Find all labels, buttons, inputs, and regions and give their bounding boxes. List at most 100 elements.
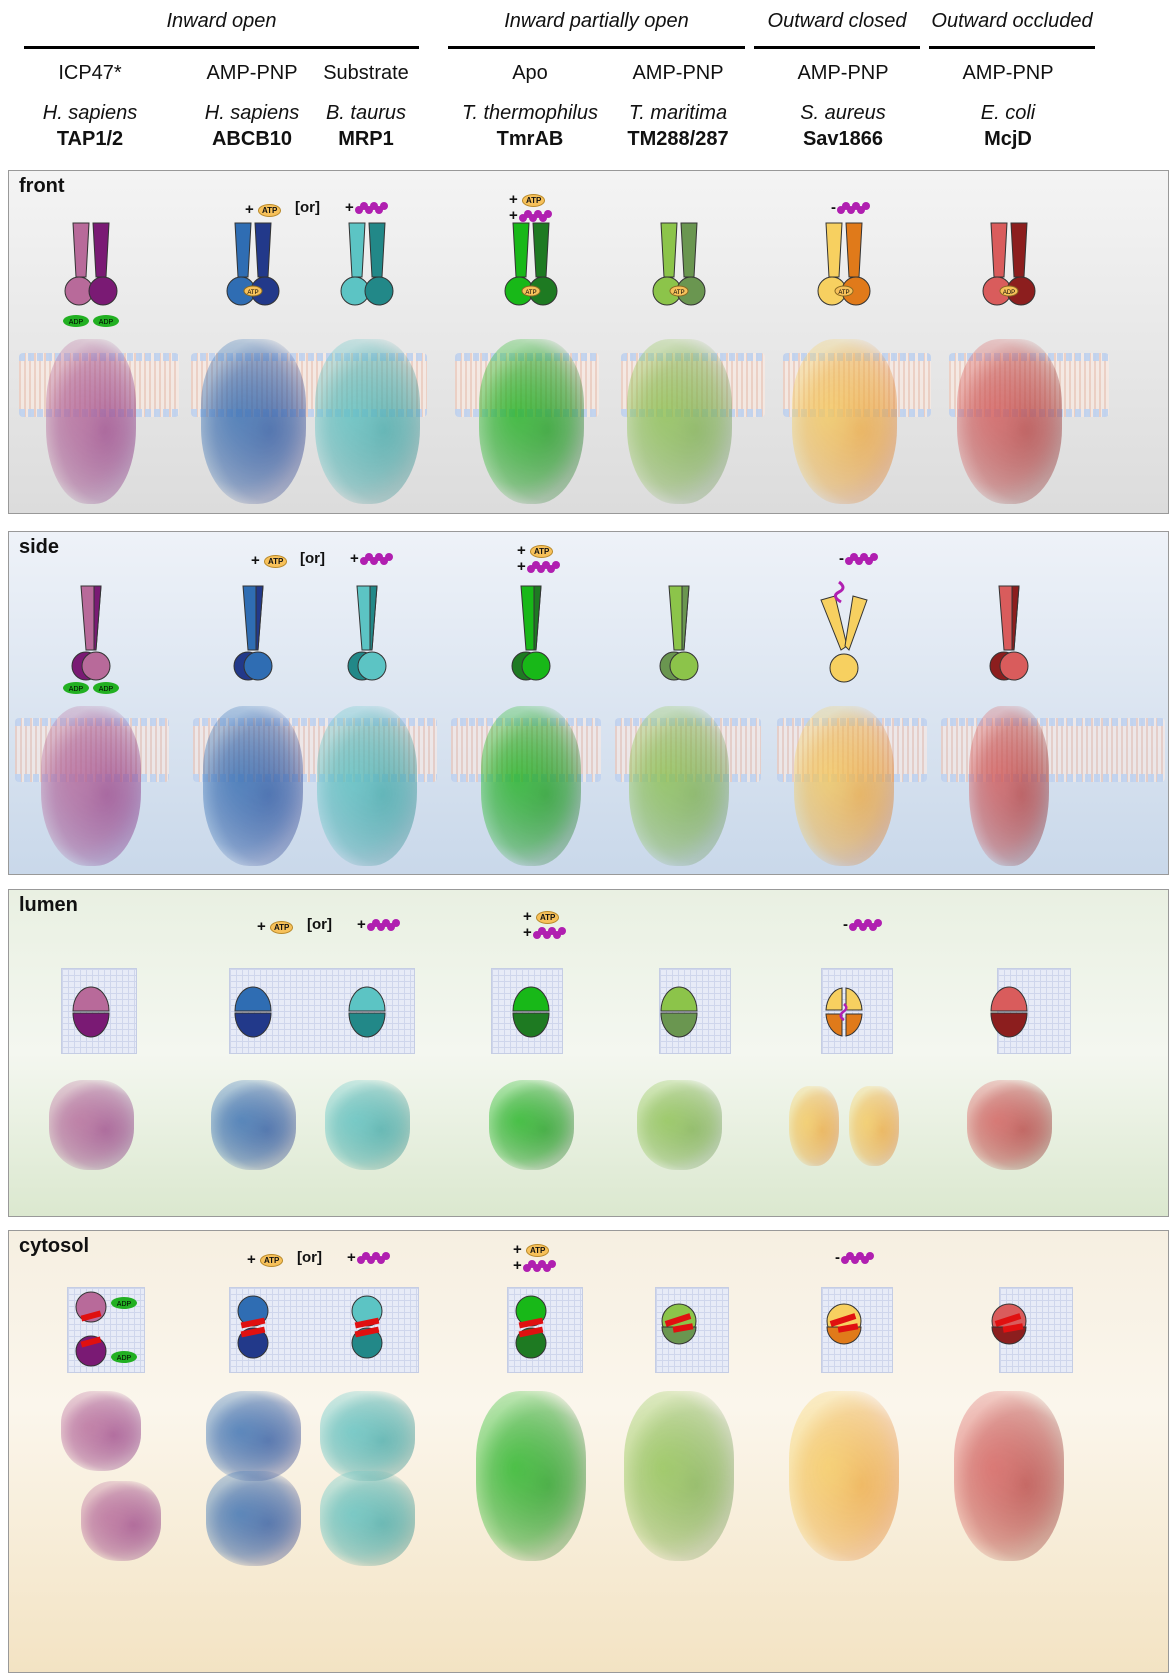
species-label: E. coli bbox=[923, 102, 1093, 128]
cytosol-cartoon bbox=[225, 1289, 281, 1367]
or-label: [or] bbox=[300, 550, 325, 567]
substrate-peptide-icon bbox=[848, 917, 882, 933]
group-label: Inward partially open bbox=[504, 10, 689, 32]
plus-substrate-label: + bbox=[345, 199, 388, 216]
plus-atp-label: + ATP bbox=[509, 191, 545, 208]
plus-atp-label: + ATP bbox=[257, 918, 293, 935]
sign: + bbox=[347, 1249, 356, 1266]
protein-structure-mrp1 bbox=[317, 706, 417, 866]
plus-sign: + bbox=[245, 201, 258, 218]
lumen-cartoon bbox=[987, 984, 1031, 1040]
protein-structure-tm288/287 bbox=[637, 1080, 722, 1170]
group-outward-occluded: Outward occluded bbox=[929, 10, 1095, 33]
minus-substrate-label: - bbox=[843, 916, 882, 933]
substrate-peptide-icon bbox=[354, 200, 388, 216]
transporter-cartoon: ATP bbox=[208, 219, 298, 311]
plus-sign: + bbox=[513, 1241, 526, 1258]
sign: + bbox=[523, 924, 532, 941]
substrate-peptide-icon bbox=[836, 200, 870, 216]
panel-lumen: lumen + ATP[or]++ ATP+- bbox=[8, 889, 1169, 1217]
atp-icon: ATP bbox=[258, 204, 281, 217]
protein-label: MRP1 bbox=[281, 128, 451, 154]
transporter-cartoon bbox=[46, 219, 136, 311]
plus-atp-label: + ATP bbox=[513, 1241, 549, 1258]
svg-text:ADP: ADP bbox=[69, 686, 84, 693]
substrate-peptide-icon bbox=[518, 208, 552, 224]
panel-title: side bbox=[19, 536, 59, 559]
protein-structure-mrp1 bbox=[315, 339, 420, 504]
protein-structure-tap-nbd1 bbox=[61, 1391, 141, 1471]
substrate-peptide-icon bbox=[840, 1250, 874, 1266]
or-label: [or] bbox=[295, 199, 320, 216]
lumen-cartoon bbox=[231, 984, 275, 1040]
protein-structure-tm288/287 bbox=[629, 706, 729, 866]
protein-structure-abcb10-nbd2 bbox=[206, 1471, 301, 1566]
sign: + bbox=[350, 550, 359, 567]
species-label: S. aureus bbox=[758, 102, 928, 128]
plus-sign: + bbox=[517, 542, 530, 559]
plus-sign: + bbox=[257, 918, 270, 935]
protein-structure-sav1866-b bbox=[849, 1086, 899, 1166]
atp-icon: ATP bbox=[536, 911, 559, 924]
protein-structure-tap-nbd2 bbox=[81, 1481, 161, 1561]
lumen-cartoon bbox=[822, 984, 866, 1040]
species-label: H. sapiens bbox=[5, 102, 175, 128]
svg-text:ADP: ADP bbox=[117, 1301, 132, 1308]
cytosol-cartoon bbox=[816, 1289, 872, 1367]
ligand-label: Substrate bbox=[281, 62, 451, 88]
adp-icon: ADPADP bbox=[61, 313, 121, 329]
panel-title: lumen bbox=[19, 894, 78, 917]
transporter-cartoon bbox=[809, 580, 879, 692]
transporter-cartoon: ATP bbox=[634, 219, 724, 311]
plus-atp-label: + ATP bbox=[247, 1251, 283, 1268]
substrate-peptide-icon bbox=[522, 1258, 556, 1274]
cytosol-cartoon bbox=[981, 1289, 1037, 1367]
protein-structure-mrp1-nbd2 bbox=[320, 1471, 415, 1566]
protein-structure-abcb10-nbd1 bbox=[206, 1391, 301, 1481]
svg-text:ATP: ATP bbox=[525, 290, 536, 296]
lumen-cartoon bbox=[345, 984, 389, 1040]
sign: + bbox=[357, 916, 366, 933]
protein-structure-tmrab bbox=[479, 339, 584, 504]
plus-atp-label: + ATP bbox=[245, 201, 281, 218]
column-header-mcjd: AMP-PNP E. coli McjD bbox=[923, 62, 1093, 154]
protein-label: McjD bbox=[923, 128, 1093, 154]
protein-structure-mcjd bbox=[954, 1391, 1064, 1561]
group-rule bbox=[929, 46, 1095, 49]
lumen-cartoon bbox=[69, 984, 113, 1040]
plus-substrate-label: + bbox=[357, 916, 400, 933]
protein-structure-abcb10 bbox=[203, 706, 303, 866]
protein-structure-tm288/287 bbox=[627, 339, 732, 504]
plus-substrate-label: + bbox=[509, 207, 552, 224]
plus-substrate-label: + bbox=[347, 1249, 390, 1266]
ligand-label: Apo bbox=[445, 62, 615, 88]
ligand-label: AMP-PNP bbox=[923, 62, 1093, 88]
plus-substrate-label: + bbox=[513, 1257, 556, 1274]
transporter-cartoon: ADP bbox=[964, 219, 1054, 311]
ligand-label: ICP47* bbox=[5, 62, 175, 88]
sign: + bbox=[517, 558, 526, 575]
svg-text:ATP: ATP bbox=[838, 290, 849, 296]
transporter-cartoon bbox=[322, 219, 412, 311]
protein-structure-tmrab bbox=[481, 706, 581, 866]
ligand-label: AMP-PNP bbox=[593, 62, 763, 88]
plus-sign: + bbox=[247, 1251, 260, 1268]
cytosol-cartoon bbox=[651, 1289, 707, 1367]
protein-structure-tmrab bbox=[476, 1391, 586, 1561]
protein-structure-mcjd bbox=[969, 706, 1049, 866]
sign: + bbox=[513, 1257, 522, 1274]
transporter-cartoon bbox=[974, 580, 1044, 692]
protein-structure-tap1/2 bbox=[41, 706, 141, 866]
svg-text:ADP: ADP bbox=[69, 319, 84, 326]
atp-icon: ATP bbox=[270, 921, 293, 934]
substrate-peptide-icon bbox=[526, 559, 560, 575]
column-header-sav1866: AMP-PNP S. aureus Sav1866 bbox=[758, 62, 928, 154]
panel-title: cytosol bbox=[19, 1235, 89, 1258]
svg-text:ADP: ADP bbox=[117, 1355, 132, 1362]
ligand-label: AMP-PNP bbox=[758, 62, 928, 88]
panel-title: front bbox=[19, 175, 65, 198]
transporter-cartoon bbox=[218, 580, 288, 692]
plus-sign: + bbox=[251, 552, 264, 569]
protein-label: TmrAB bbox=[445, 128, 615, 154]
panel-side: side ADPADP+ ATP[or]++ ATP+- bbox=[8, 531, 1169, 875]
